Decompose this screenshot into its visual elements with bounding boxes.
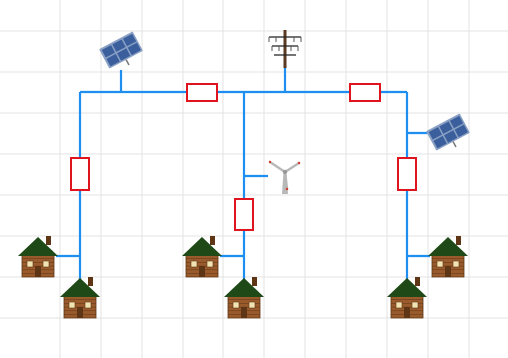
fuse-group — [70, 83, 417, 231]
fuse-icon — [234, 198, 254, 231]
solar-panel-icon — [99, 31, 143, 69]
house-icon — [224, 277, 264, 319]
house-group — [18, 236, 468, 319]
wind-turbine-icon — [268, 160, 301, 194]
power-lines — [56, 62, 432, 298]
house-icon — [18, 236, 58, 278]
fuse-icon — [349, 83, 381, 102]
house-icon — [428, 236, 468, 278]
house-icon — [182, 236, 222, 278]
fuse-icon — [70, 157, 90, 191]
house-icon — [387, 277, 427, 319]
fuse-icon — [186, 83, 218, 102]
fuse-icon — [397, 157, 417, 191]
power-tower-icon — [268, 30, 302, 68]
power-sources — [99, 30, 470, 194]
solar-panel-icon — [426, 113, 470, 151]
house-icon — [60, 277, 100, 319]
